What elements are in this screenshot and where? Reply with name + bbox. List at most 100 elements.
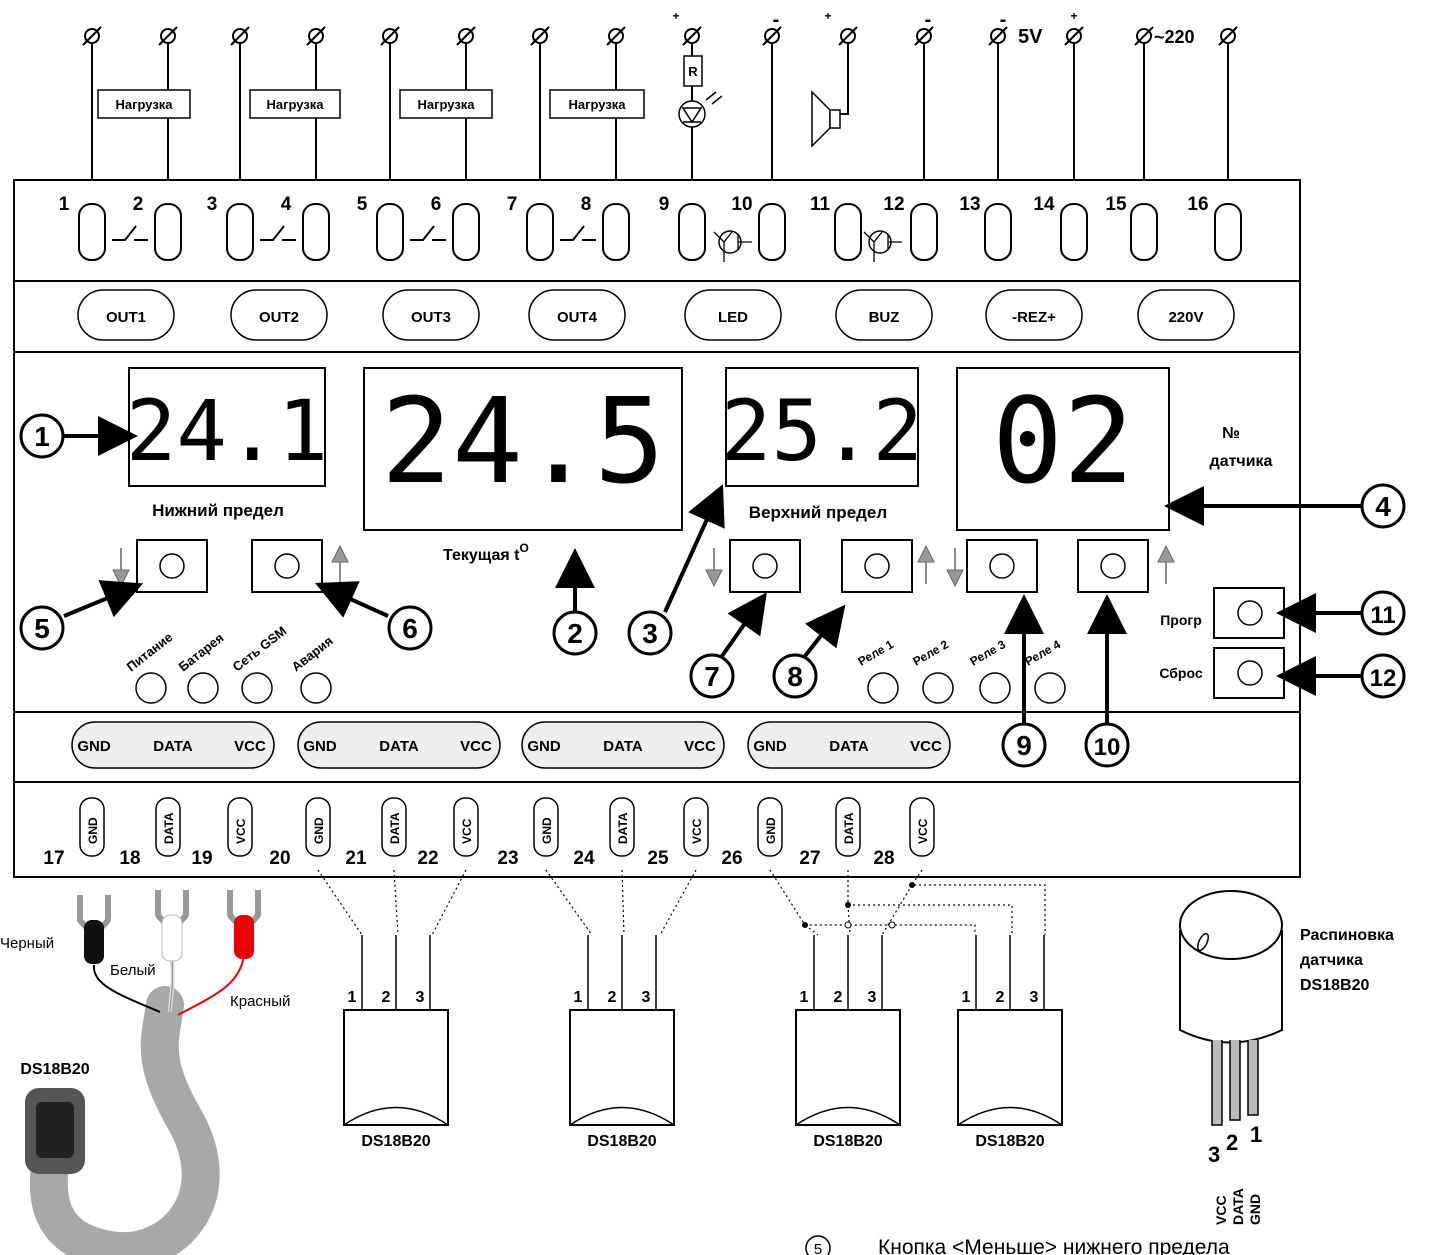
terminal-number: 4 (281, 194, 292, 215)
bottom-number: 22 (417, 848, 438, 869)
panel-button-6[interactable] (1100, 553, 1126, 579)
callout-circle (19, 413, 65, 459)
panel-buttons (112, 539, 1175, 593)
pinout-name-data: DATA (1230, 1188, 1246, 1225)
conn-vcc: VCC (910, 738, 942, 755)
sensor-pin (305, 797, 331, 857)
panel-button-3[interactable] (752, 553, 778, 579)
load-label: Нагрузка (417, 97, 475, 112)
minus-sign: - (1000, 9, 1007, 31)
pin-label: DATA (162, 812, 176, 844)
sensor-pin (227, 797, 253, 857)
relay-led (922, 672, 954, 704)
callout-arrow (315, 581, 389, 618)
terminal-slot (602, 203, 630, 261)
bottom-number: 17 (43, 848, 64, 869)
bottom-number: 18 (119, 848, 140, 869)
sensor-body (957, 1009, 1063, 1126)
load-box (97, 89, 191, 119)
terminal-number: 2 (133, 194, 144, 215)
terminal-slot (526, 203, 554, 261)
pinout-title-3: DS18B20 (1300, 977, 1369, 994)
output-pill (77, 289, 175, 341)
sensor-pin (609, 797, 635, 857)
callout-number-12: 12 (1370, 665, 1397, 692)
panel-button-2[interactable] (274, 553, 300, 579)
terminal-number: 12 (883, 194, 904, 215)
sensor-pin-num: 2 (608, 989, 617, 1006)
output-pill (528, 289, 626, 341)
load-box (399, 89, 493, 119)
five-v-label: 5V (1018, 26, 1043, 48)
panel-button-5[interactable] (989, 553, 1015, 579)
sensor-number-value: 02 (992, 372, 1134, 510)
relay-contact-icon (410, 225, 446, 241)
red-wire-label: Красный (230, 993, 290, 1010)
sensor-pin (757, 797, 783, 857)
sensor-name: DS18B20 (361, 1133, 430, 1150)
callout-number-5: 5 (34, 613, 50, 644)
white-wire-label: Белый (110, 962, 156, 979)
conn-data: DATA (603, 738, 643, 755)
prog-button[interactable] (1237, 600, 1263, 626)
callout-number-2: 2 (567, 618, 583, 649)
callout-arrow (63, 580, 144, 618)
resistor (683, 55, 703, 87)
terminal-number: 1 (59, 194, 70, 215)
reset-button[interactable] (1237, 660, 1263, 686)
reset-label: Сброс (1159, 665, 1202, 681)
indicator-led (187, 672, 219, 704)
prog-button-group: Прогр (1160, 587, 1285, 639)
upper-limit-value: 25.2 (721, 382, 923, 480)
legend: 5 Кнопка <Меньше> нижнего предела (805, 1235, 1230, 1255)
lower-limit-display: 24.1 Нижний предел (126, 367, 328, 520)
prog-label: Прогр (1160, 612, 1202, 628)
sensor-pin (683, 797, 709, 857)
bottom-number: 26 (721, 848, 742, 869)
conn-data: DATA (379, 738, 419, 755)
output-label-6: BUZ (869, 309, 900, 326)
pin-label: VCC (234, 818, 248, 844)
sensor-pin-num: 2 (996, 989, 1005, 1006)
terminal-slot (226, 203, 254, 261)
output-pill (382, 289, 480, 341)
callout-number-9: 9 (1016, 730, 1032, 761)
white-wire-lug (155, 890, 189, 962)
conn-gnd: GND (303, 738, 337, 755)
load-label: Нагрузка (115, 97, 173, 112)
pin-label: VCC (460, 818, 474, 844)
panel-button-1[interactable] (159, 553, 185, 579)
connector-group (71, 721, 275, 769)
output-label-2: OUT2 (259, 309, 299, 326)
conn-data: DATA (829, 738, 869, 755)
conn-data: DATA (153, 738, 193, 755)
connector-group (297, 721, 501, 769)
callout-circle (689, 653, 735, 699)
pinout-num-2: 2 (1226, 1130, 1238, 1155)
sensor-pin-num: 2 (382, 989, 391, 1006)
sensor-pin (533, 797, 559, 857)
terminal-slot (1060, 203, 1088, 261)
cable-sensor-name: DS18B20 (20, 1061, 89, 1078)
panel-button-frame (251, 539, 323, 593)
legend-text: Кнопка <Меньше> нижнего предела (878, 1236, 1230, 1255)
pin-label: DATA (388, 812, 402, 844)
pinout-num-1: 1 (1250, 1122, 1262, 1147)
terminal-number: 11 (810, 194, 831, 215)
terminal-number: 7 (507, 194, 518, 215)
minus-sign: - (925, 9, 932, 31)
conn-vcc: VCC (234, 738, 266, 755)
plus-sign: + (1070, 9, 1077, 23)
bottom-number: 19 (191, 848, 212, 869)
output-pill (684, 289, 782, 341)
sensor-pin-num: 1 (574, 989, 583, 1006)
sensor-pin (835, 797, 861, 857)
callout-number-11: 11 (1370, 602, 1395, 629)
panel-button-4[interactable] (864, 553, 890, 579)
callout-circle (552, 610, 598, 656)
callout-number-7: 7 (704, 661, 720, 692)
